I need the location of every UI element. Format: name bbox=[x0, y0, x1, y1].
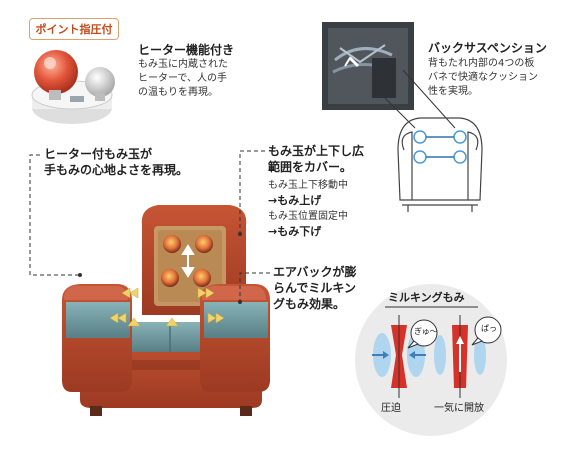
airbag-caption: エアバックが膨 らんでミルキン グもみ効果。 bbox=[273, 264, 357, 312]
back-suspension-desc: 背もたれ内部の4つの板 バネで快適なクッション 性を実現。 bbox=[428, 57, 538, 99]
heater-function-line: もみ玉に内蔵された bbox=[138, 59, 228, 70]
back-suspension-photo bbox=[322, 22, 414, 110]
back-suspension-line: バネで快適なクッション bbox=[428, 72, 538, 83]
airbag-line: エアバックが膨 bbox=[273, 265, 357, 279]
spring-points bbox=[413, 130, 467, 164]
chair-outline-diagram bbox=[397, 117, 483, 212]
airbag-line: グもみ効果。 bbox=[273, 297, 346, 311]
milking-bubble-right: ぱっ bbox=[481, 324, 497, 333]
milking-diagram bbox=[355, 284, 507, 436]
heater-function-line: の温もりを再現。 bbox=[138, 87, 218, 98]
milking-label-release: 一気に開放 bbox=[434, 403, 484, 414]
airbag-line: らんでミルキン bbox=[273, 281, 357, 295]
massage-moving-result: →もみ上げ bbox=[268, 194, 322, 207]
back-suspension-line: 背もたれ内部の4つの板 bbox=[428, 58, 535, 69]
massage-moving-label: もみ玉上下移動中 bbox=[268, 180, 348, 191]
suspension-leader-line bbox=[384, 97, 416, 129]
heater-function-title: ヒーター機能付き bbox=[138, 43, 235, 57]
massage-fixed-label: もみ玉位置固定中 bbox=[268, 211, 348, 222]
heater-massage-caption: ヒーター付もみ玉が 手もみの心地よさを再現。 bbox=[44, 146, 188, 178]
heater-point-badge: ポイント指圧付 bbox=[29, 18, 119, 40]
massage-chair-image bbox=[62, 205, 270, 416]
massage-range-title-line: 範囲をカバー。 bbox=[268, 160, 352, 174]
heater-function-desc: もみ玉に内蔵された ヒーターで、人の手 の温もりを再現。 bbox=[138, 58, 228, 100]
milking-bubble-left: ぎゅ〜 bbox=[414, 327, 438, 336]
back-suspension-title: バックサスペンション bbox=[428, 41, 547, 55]
heater-ball-product-image bbox=[31, 50, 115, 124]
milking-title: ミルキングもみ bbox=[388, 291, 465, 304]
massage-fixed-result: →もみ下げ bbox=[268, 225, 322, 238]
heater-function-line: ヒーターで、人の手 bbox=[138, 73, 227, 84]
back-suspension-line: 性を実現。 bbox=[428, 86, 478, 97]
leader-lines bbox=[29, 150, 270, 302]
massage-range-title-line: もみ玉が上下し広 bbox=[268, 144, 365, 158]
milking-label-compress: 圧迫 bbox=[381, 403, 401, 414]
heater-massage-line: ヒーター付もみ玉が bbox=[44, 147, 153, 161]
massage-range-caption: もみ玉が上下し広 範囲をカバー。 もみ玉上下移動中 →もみ上げ もみ玉位置固定中… bbox=[268, 143, 364, 239]
heater-massage-line: 手もみの心地よさを再現。 bbox=[44, 163, 189, 177]
